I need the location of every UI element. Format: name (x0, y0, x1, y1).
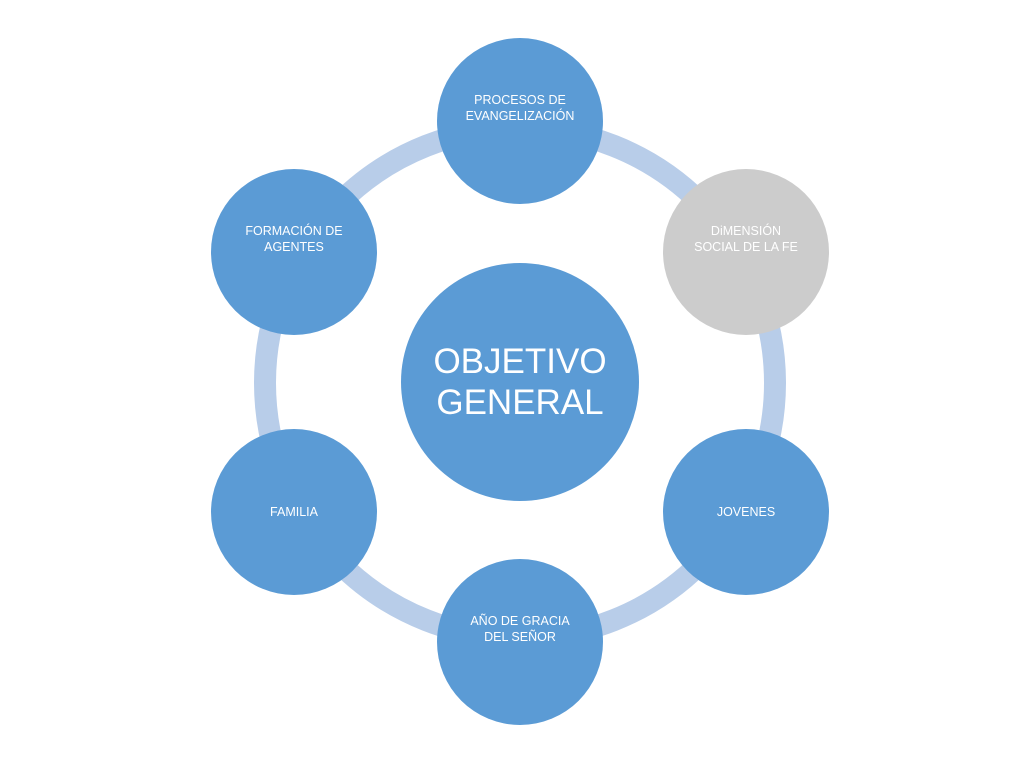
node-ano-de-gracia-del-senor: AÑO DE GRACIA DEL SEÑOR (437, 559, 603, 725)
node-label: JOVENES (716, 504, 776, 519)
center-node-objetivo-general: OBJETIVO GENERAL (401, 263, 639, 501)
node-label: PROCESOS DE EVANGELIZACIÓN (465, 92, 575, 123)
node-label: FORMACIÓN DE AGENTES (245, 223, 343, 254)
node-label: DiMENSIÓN SOCIAL DE LA FE (694, 223, 798, 254)
node-label: AÑO DE GRACIA DEL SEÑOR (470, 613, 570, 644)
node-formacion-de-agentes: FORMACIÓN DE AGENTES (211, 169, 377, 335)
node-procesos-de-evangelizacion: PROCESOS DE EVANGELIZACIÓN (437, 38, 603, 204)
center-label: OBJETIVO GENERAL (433, 341, 607, 422)
node-label: FAMILIA (270, 504, 318, 519)
node-dimension-social-de-la-fe: DiMENSIÓN SOCIAL DE LA FE (663, 169, 829, 335)
node-jovenes: JOVENES (663, 429, 829, 595)
node-familia: FAMILIA (211, 429, 377, 595)
